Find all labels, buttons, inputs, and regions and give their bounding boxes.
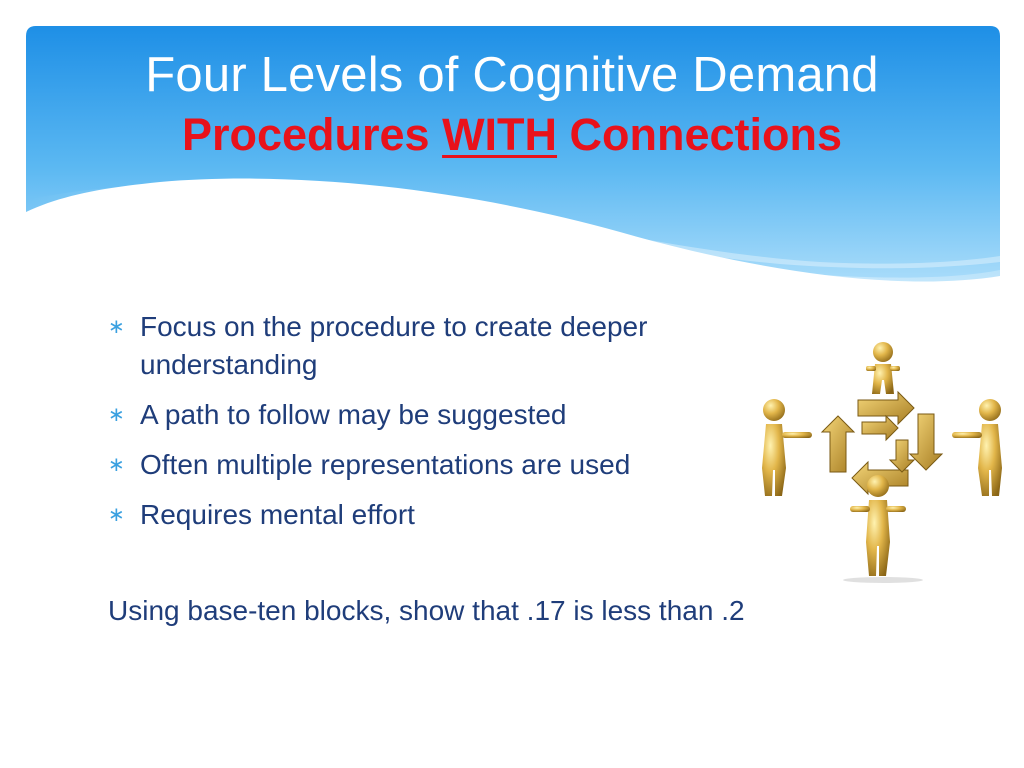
subtitle-part-procedures: Procedures <box>181 109 443 160</box>
list-item: ∗ A path to follow may be suggested <box>108 396 768 434</box>
list-item: ∗ Requires mental effort <box>108 496 768 534</box>
example-prompt: Using base-ten blocks, show that .17 is … <box>108 595 745 626</box>
bullet-text: Focus on the procedure to create deeper … <box>140 311 648 380</box>
slide-subtitle: Procedures WITH Connections <box>0 106 1024 164</box>
bullet-text: Requires mental effort <box>140 499 415 530</box>
slide-title: Four Levels of Cognitive Demand <box>145 48 879 102</box>
asterisk-bullet-icon: ∗ <box>108 454 125 476</box>
four-gold-figures-holding-arrows-icon <box>762 342 1002 583</box>
bullet-text: A path to follow may be suggested <box>140 399 567 430</box>
title-block: Four Levels of Cognitive Demand Procedur… <box>0 44 1024 164</box>
asterisk-bullet-icon: ∗ <box>108 404 125 426</box>
bullet-text: Often multiple representations are used <box>140 449 631 480</box>
subtitle-part-connections: Connections <box>557 109 843 160</box>
subtitle-part-with: WITH <box>442 109 558 160</box>
asterisk-bullet-icon: ∗ <box>108 316 125 338</box>
header-wave-background <box>26 26 1000 289</box>
bullet-list: ∗ Focus on the procedure to create deepe… <box>108 308 768 546</box>
asterisk-bullet-icon: ∗ <box>108 504 125 526</box>
list-item: ∗ Focus on the procedure to create deepe… <box>108 308 768 384</box>
list-item: ∗ Often multiple representations are use… <box>108 446 768 484</box>
